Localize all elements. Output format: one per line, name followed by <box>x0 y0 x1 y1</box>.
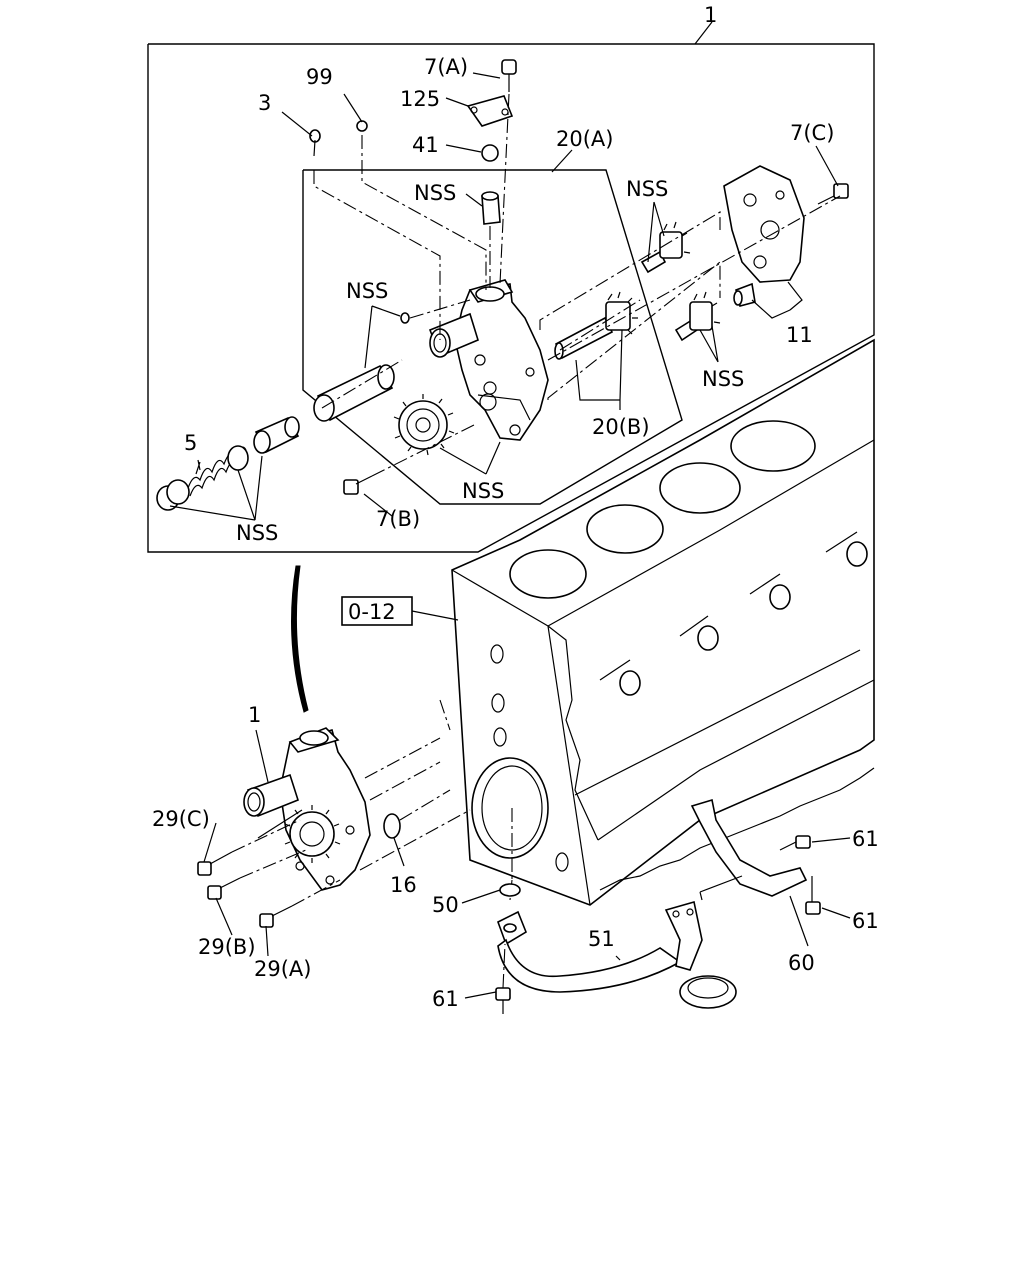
label-125: 125 <box>400 87 440 111</box>
leader-lines-installed <box>203 729 851 999</box>
bolt-7b <box>343 475 373 495</box>
small-parts-top <box>309 59 517 324</box>
label-nss-gear-main: NSS <box>462 479 504 503</box>
pump-body-detail <box>428 279 549 441</box>
label-7a: 7(A) <box>424 55 468 79</box>
valve-plunger-part <box>313 364 395 422</box>
label-60: 60 <box>788 951 815 975</box>
label-50: 50 <box>432 893 459 917</box>
label-5: 5 <box>184 431 197 455</box>
detail-frame <box>147 21 875 553</box>
label-nss-gear-right: NSS <box>702 367 744 391</box>
label-20a: 20(A) <box>556 127 613 151</box>
gasket-50 <box>499 883 521 897</box>
label-29a: 29(A) <box>254 957 311 981</box>
label-51: 51 <box>588 927 615 951</box>
label-nss-plunger: NSS <box>346 279 388 303</box>
label-7c: 7(C) <box>790 121 834 145</box>
oil-strainer-51 <box>495 900 737 1014</box>
label-11: 11 <box>786 323 813 347</box>
drive-gear <box>393 394 455 456</box>
label-1-top: 1 <box>704 3 717 27</box>
pump-cover <box>723 165 849 307</box>
pump-assembly-installed <box>243 727 401 891</box>
engine-block <box>451 338 875 906</box>
label-16: 16 <box>390 873 417 897</box>
label-61-a: 61 <box>852 827 879 851</box>
leader-lines-detail <box>169 72 839 521</box>
label-3: 3 <box>258 91 271 115</box>
relief-valve-parts <box>156 416 300 511</box>
label-nss-cap: NSS <box>414 181 456 205</box>
label-61-c: 61 <box>432 987 459 1011</box>
curved-leader-arrow-icon <box>291 565 309 713</box>
label-29c: 29(C) <box>152 807 210 831</box>
label-nss-valve: NSS <box>236 521 278 545</box>
pump-shafts-gears <box>554 221 721 360</box>
label-29b: 29(B) <box>198 935 256 959</box>
label-20b: 20(B) <box>592 415 650 439</box>
label-nss-gear-top: NSS <box>626 177 668 201</box>
label-99: 99 <box>306 65 333 89</box>
ref-box <box>341 596 459 626</box>
label-1-bottom: 1 <box>248 703 261 727</box>
bracket-60 <box>690 798 821 915</box>
part-labels: 1 99 3 7(A) 125 41 20(A) 7(C) NSS NSS NS… <box>152 3 879 1011</box>
alignment-lines-installed <box>231 699 513 907</box>
label-7b: 7(B) <box>376 507 420 531</box>
label-41: 41 <box>412 133 439 157</box>
alignment-lines-detail <box>313 93 841 477</box>
label-61-b: 61 <box>852 909 879 933</box>
bolts-29 <box>197 851 293 928</box>
label-ref-0-12: 0-12 <box>348 600 396 624</box>
